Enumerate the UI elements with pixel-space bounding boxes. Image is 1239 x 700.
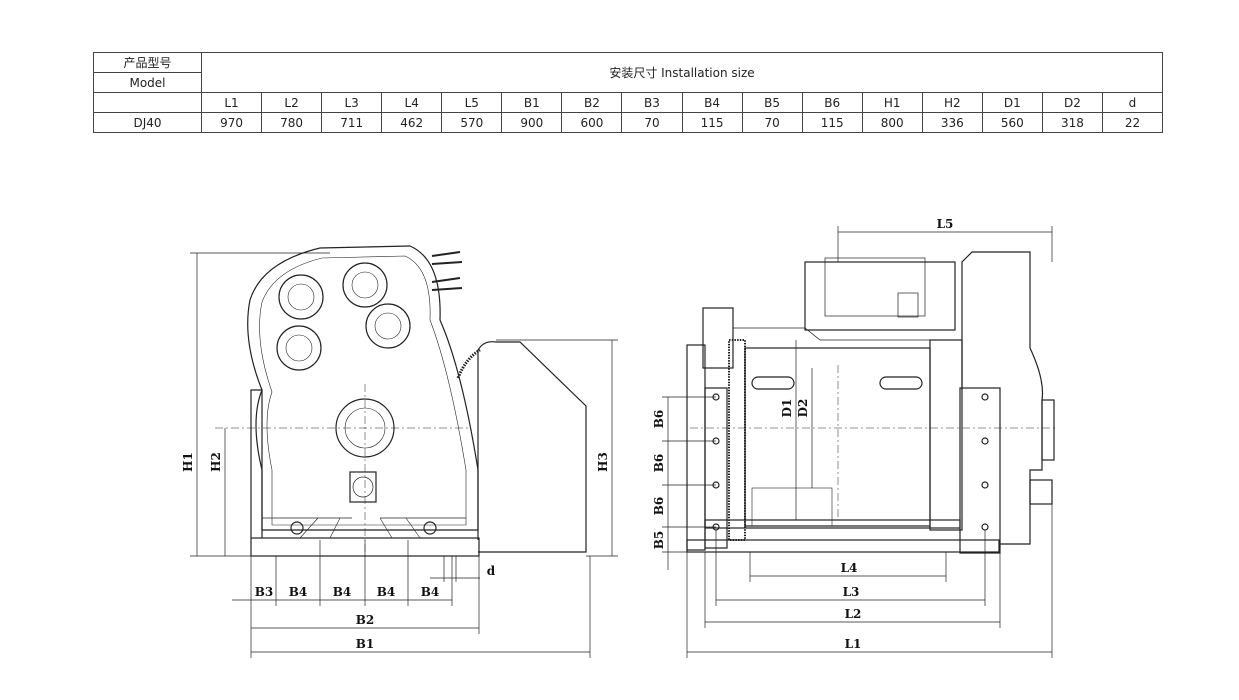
label-h2: H2 xyxy=(209,452,223,472)
top-frame-bar xyxy=(733,327,930,341)
label-b4-1: B4 xyxy=(289,585,308,599)
value-cell: 711 xyxy=(321,112,383,133)
brake-circle xyxy=(352,476,374,498)
label-b2: B2 xyxy=(356,613,375,627)
gear-cover-4-inner xyxy=(285,334,313,362)
label-l1: L1 xyxy=(845,637,862,651)
left-end-frame xyxy=(686,344,706,551)
value-cell: 22 xyxy=(1101,112,1164,133)
gear-cover-4 xyxy=(276,325,322,371)
gear-cover-2-inner xyxy=(351,271,379,299)
base-hole-left xyxy=(290,521,304,535)
right-flange-plate xyxy=(959,387,1001,554)
drum-slot-right xyxy=(879,376,923,390)
valve-block xyxy=(897,292,919,318)
value-cell: 70 xyxy=(621,112,683,133)
side-view-dimensions xyxy=(662,226,1053,658)
brake-unit xyxy=(804,261,956,331)
side-view-labels: L5 L4 L3 L2 L1 D1 D2 B6 B6 B6 B5 xyxy=(652,217,953,651)
label-b5: B5 xyxy=(652,531,666,550)
column-header: H2 xyxy=(921,92,983,113)
front-view-labels: H1 H2 H3 B3 B4 B4 B4 B4 d B2 B1 xyxy=(181,452,610,651)
model-cell: DJ40 xyxy=(93,112,202,133)
gear-cover-1 xyxy=(278,274,324,320)
left-bearing-block xyxy=(702,307,734,369)
gear-cover-3 xyxy=(365,303,411,349)
bolt-right-3 xyxy=(981,481,989,489)
drum xyxy=(744,347,931,527)
motor-housing xyxy=(961,251,1044,545)
label-b6-2: B6 xyxy=(652,454,666,473)
brake-unit-inner xyxy=(824,257,926,317)
column-header: L2 xyxy=(261,92,323,113)
value-cell: 900 xyxy=(501,112,563,133)
label-h1: H1 xyxy=(181,452,195,472)
housing-inner xyxy=(259,255,467,526)
gusset-lines xyxy=(299,517,421,539)
motor-end-cap xyxy=(1041,399,1055,461)
label-b6-3: B6 xyxy=(652,497,666,516)
right-end-plate xyxy=(929,339,963,531)
value-cell: 780 xyxy=(261,112,323,133)
gear-cover-3-inner xyxy=(374,312,402,340)
value-cell: 115 xyxy=(681,112,743,133)
label-h3: H3 xyxy=(596,452,610,472)
value-cell: 336 xyxy=(921,112,983,133)
label-b1: B1 xyxy=(356,637,375,651)
label-l2: L2 xyxy=(845,607,862,621)
front-view-drawing xyxy=(215,245,587,560)
brake-box xyxy=(349,471,377,503)
ring-gear-teeth xyxy=(456,348,481,379)
hydraulic-fittings xyxy=(431,251,463,291)
base-rail xyxy=(686,539,1000,553)
table-row: DJ40 970 780 711 462 570 900 600 70 115 … xyxy=(93,112,1164,133)
ring-gear-side xyxy=(728,339,746,541)
gear-housing xyxy=(247,245,479,531)
motor-terminal xyxy=(1029,479,1053,505)
front-view-dimensions xyxy=(190,252,618,658)
label-d: d xyxy=(487,564,496,578)
side-view-drawing xyxy=(686,251,1055,554)
label-d1: D1 xyxy=(780,399,794,418)
bolt-right-2 xyxy=(981,437,989,445)
label-l3: L3 xyxy=(843,585,860,599)
column-header: B6 xyxy=(801,92,863,113)
spec-table: 产品型号 安装尺寸 Installation size Model L1 L2 … xyxy=(93,52,1164,133)
value-cell: 800 xyxy=(861,112,923,133)
label-b4-2: B4 xyxy=(333,585,352,599)
gear-cover-2 xyxy=(342,262,388,308)
gear-cover-1-inner xyxy=(287,283,315,311)
column-header: B1 xyxy=(501,92,563,113)
drum-slot-left xyxy=(751,376,795,390)
bolt-right-4 xyxy=(981,523,989,531)
label-b4-4: B4 xyxy=(421,585,440,599)
label-l5: L5 xyxy=(937,217,954,231)
value-cell: 560 xyxy=(981,112,1043,133)
column-header: D1 xyxy=(981,92,1043,113)
label-b4-3: B4 xyxy=(377,585,396,599)
label-b6-1: B6 xyxy=(652,410,666,429)
value-cell: 970 xyxy=(200,112,263,133)
left-frame xyxy=(250,389,263,538)
bolt-right-1 xyxy=(981,393,989,401)
base-hole-right xyxy=(423,521,437,535)
label-b3: B3 xyxy=(255,585,274,599)
side-panel xyxy=(477,341,587,553)
label-d2: D2 xyxy=(796,399,810,418)
value-cell: 70 xyxy=(741,112,803,133)
value-cell: 600 xyxy=(561,112,623,133)
value-cell: 318 xyxy=(1041,112,1103,133)
drum-inner-block xyxy=(751,487,833,527)
label-l4: L4 xyxy=(841,561,858,575)
bottom-rail xyxy=(704,519,961,529)
value-cell: 570 xyxy=(441,112,503,133)
